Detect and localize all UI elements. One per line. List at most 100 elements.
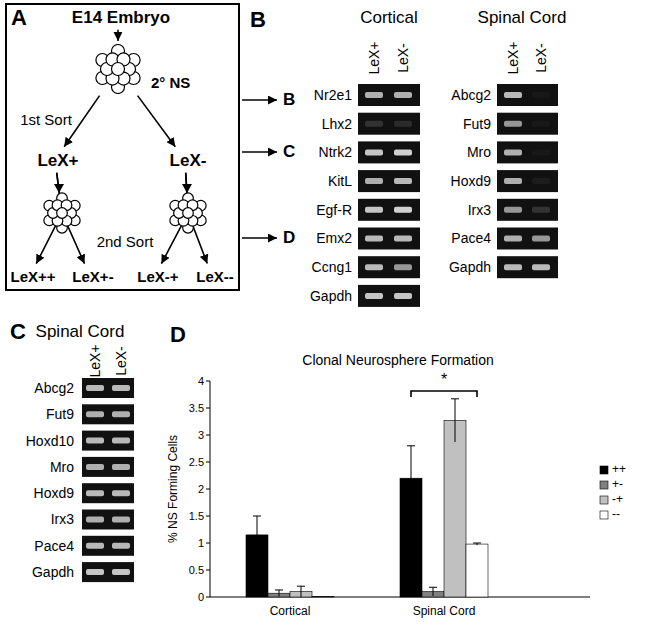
axis-tick [206,408,210,409]
gel-band [112,411,130,417]
gel-band [504,236,522,242]
node-text: LeX++ [10,268,55,285]
gene-label: Mro [50,459,74,475]
tick-label: 3.5 [189,402,204,415]
node-text: E14 Embryo [72,8,170,28]
gel-band [86,543,104,549]
gel-strip [82,457,134,477]
gene-label: Fut9 [46,406,74,422]
gel-strip [497,84,558,106]
gel-band [86,569,104,575]
axis-tick [206,570,210,571]
step-label: 1st Sort [20,111,72,128]
gel-band [86,385,104,391]
gel-band [532,207,550,213]
gel-strip [358,199,420,221]
gel-band [394,264,412,270]
pointer-arrow [242,237,277,239]
bar [466,544,488,597]
error-cap [275,589,283,590]
gel-band [365,92,383,98]
legend-swatch [600,496,608,504]
gel-band [532,178,550,184]
gel-band [86,438,104,444]
error-cap [253,516,261,517]
node-text: LeX-- [196,268,234,285]
gel-band [394,293,412,299]
gene-label: Irx3 [468,202,491,218]
significance-mark: * [441,371,447,389]
gel-title: Spinal Cord [36,322,125,342]
gene-label: Pace4 [34,538,74,554]
gene-label: Ccng1 [312,259,352,275]
legend-swatch [600,481,608,489]
population-label: LeX++ [4,266,55,285]
tick-label: 0 [198,591,204,604]
error-bar [433,587,434,596]
gel-band [365,236,383,242]
tick-label: 1 [198,537,204,550]
error-cap [473,543,481,544]
node-text: LeX+- [72,268,113,285]
gel-strip [82,404,134,424]
gel-strip [358,285,420,307]
gel-title: Spinal Cord [478,8,567,28]
gel-band [112,490,130,496]
axis-tick [206,516,210,517]
pointer-arrow [242,151,277,153]
gel-band [394,178,412,184]
gel-band [504,207,522,213]
gene-label: Gapdh [310,288,352,304]
sphere-cell [57,208,68,219]
legend-text: ++ [612,463,626,477]
tick-label: 1.5 [189,510,204,523]
axis-tick [206,435,210,436]
neurosphere [93,44,143,94]
step-label: 2nd Sort [97,233,154,250]
gel-band [394,92,412,98]
bar-chart [206,381,590,597]
gel-strip [497,228,558,250]
legend-swatch [600,511,608,519]
gel-band [504,149,522,155]
gel-band [112,385,130,391]
gene-label: Pace4 [451,230,491,246]
panel-letter: C [10,319,26,344]
node-text: LeX- [170,151,207,171]
pointer-arrow [242,99,277,101]
significance-bracket [411,391,477,397]
population-label: LeX-+ [131,266,178,285]
axis-tick [206,597,210,598]
gel-band [394,207,412,213]
gel-strip [82,510,134,530]
category-label: Cortical [270,605,311,619]
gel-band [112,543,130,549]
gel-band [532,236,550,242]
lane-header: LeX+ [366,41,382,74]
gel-strip [358,84,420,106]
gel-band [86,517,104,523]
gene-label: Abcg2 [451,87,491,103]
population-label: LeX- [164,149,207,171]
gel-band [112,517,130,523]
gene-label: Irx3 [51,511,74,527]
gel-band [112,569,130,575]
gene-label: Abcg2 [34,380,74,396]
panel-pointer: B [283,90,295,110]
gel-strip [497,256,558,278]
lane-header: LeX- [533,43,549,73]
gene-label: Hoxd10 [26,433,74,449]
gel-band [532,121,550,127]
gene-label: Lhx2 [322,116,352,132]
category-label: Spinal Cord [413,605,476,619]
gel-band [86,411,104,417]
tick-label: 2 [198,483,204,496]
legend-swatch [600,466,608,474]
error-cap [451,398,459,399]
gel-strip [358,141,420,163]
sphere-cell [112,63,125,76]
tick-label: 4 [198,375,204,388]
panel-letter: D [170,322,186,347]
lane-header: LeX- [113,346,129,376]
gel-title: Cortical [360,8,418,28]
